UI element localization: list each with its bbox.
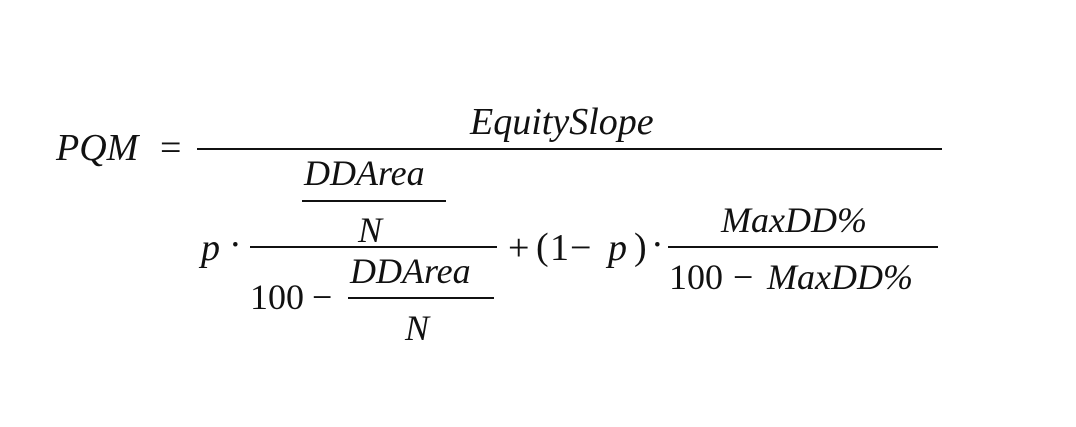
main-fraction-bar [197,148,942,150]
right-denominator-minus: − [733,257,754,297]
right-fraction-bar [668,246,938,248]
constant-one: 1 [550,227,569,269]
main-numerator: EquitySlope [470,101,654,143]
lower-inner-denominator: N [405,308,430,348]
open-paren: ( [536,226,549,268]
lower-inner-numerator: DDArea [350,251,471,291]
paren-p: p [608,227,627,269]
close-paren: ) [634,226,647,268]
upper-inner-fraction-bar [302,200,446,202]
denominator-p: p [201,227,220,269]
right-numerator: MaxDD% [721,200,867,240]
plus-sign: + [508,227,530,269]
lower-minus-sign: − [312,277,333,317]
minus-sign: − [570,227,592,269]
left-fraction-bar [250,246,497,248]
lower-constant-100: 100 [250,277,304,317]
lower-inner-fraction-bar [348,297,494,299]
equals-sign: = [160,127,182,169]
multiply-dot-1: · [229,224,242,266]
right-denominator-term: MaxDD% [767,257,913,297]
right-denominator-100: 100 [669,257,723,297]
lhs-pqm: PQM [56,127,139,169]
upper-inner-denominator: N [358,210,383,250]
upper-inner-numerator: DDArea [304,153,425,193]
multiply-dot-2: · [651,224,664,266]
